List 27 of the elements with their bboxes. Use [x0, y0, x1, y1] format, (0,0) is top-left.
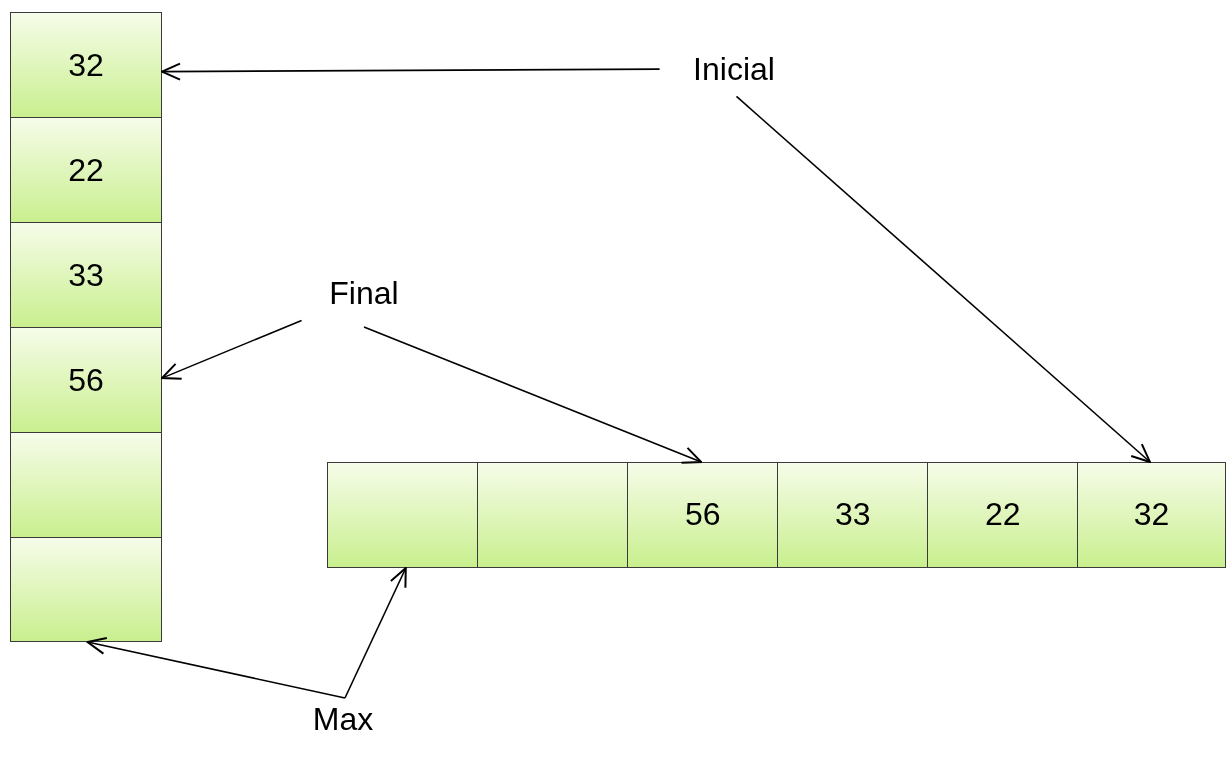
arrow [344, 567, 407, 699]
cell-value: 56 [684, 497, 721, 533]
empty-array-cell [10, 537, 162, 642]
cell-value: 22 [68, 152, 104, 188]
arrow [86, 637, 346, 699]
arrow [161, 62, 661, 81]
empty-array-cell [10, 432, 162, 539]
cell-value: 33 [834, 497, 871, 533]
cell-value: 33 [68, 257, 104, 293]
cell-value: 32 [1133, 497, 1170, 533]
pointer-label: Inicial [693, 52, 775, 88]
array-cell [1077, 462, 1226, 568]
pointer-label: Final [329, 276, 399, 312]
arrow [735, 95, 1151, 463]
cell-value: 32 [68, 47, 104, 83]
array-cell [777, 462, 929, 568]
array-cell [10, 12, 162, 119]
cell-value: 56 [68, 362, 104, 398]
arrow [363, 326, 703, 464]
arrow [161, 319, 303, 380]
cell-value: 22 [984, 497, 1021, 533]
array-cell [927, 462, 1079, 568]
pointer-label: Max [312, 702, 374, 738]
array-cell [10, 117, 162, 224]
array-cell [627, 462, 779, 568]
array-cell [10, 222, 162, 329]
array-cell [10, 327, 162, 434]
